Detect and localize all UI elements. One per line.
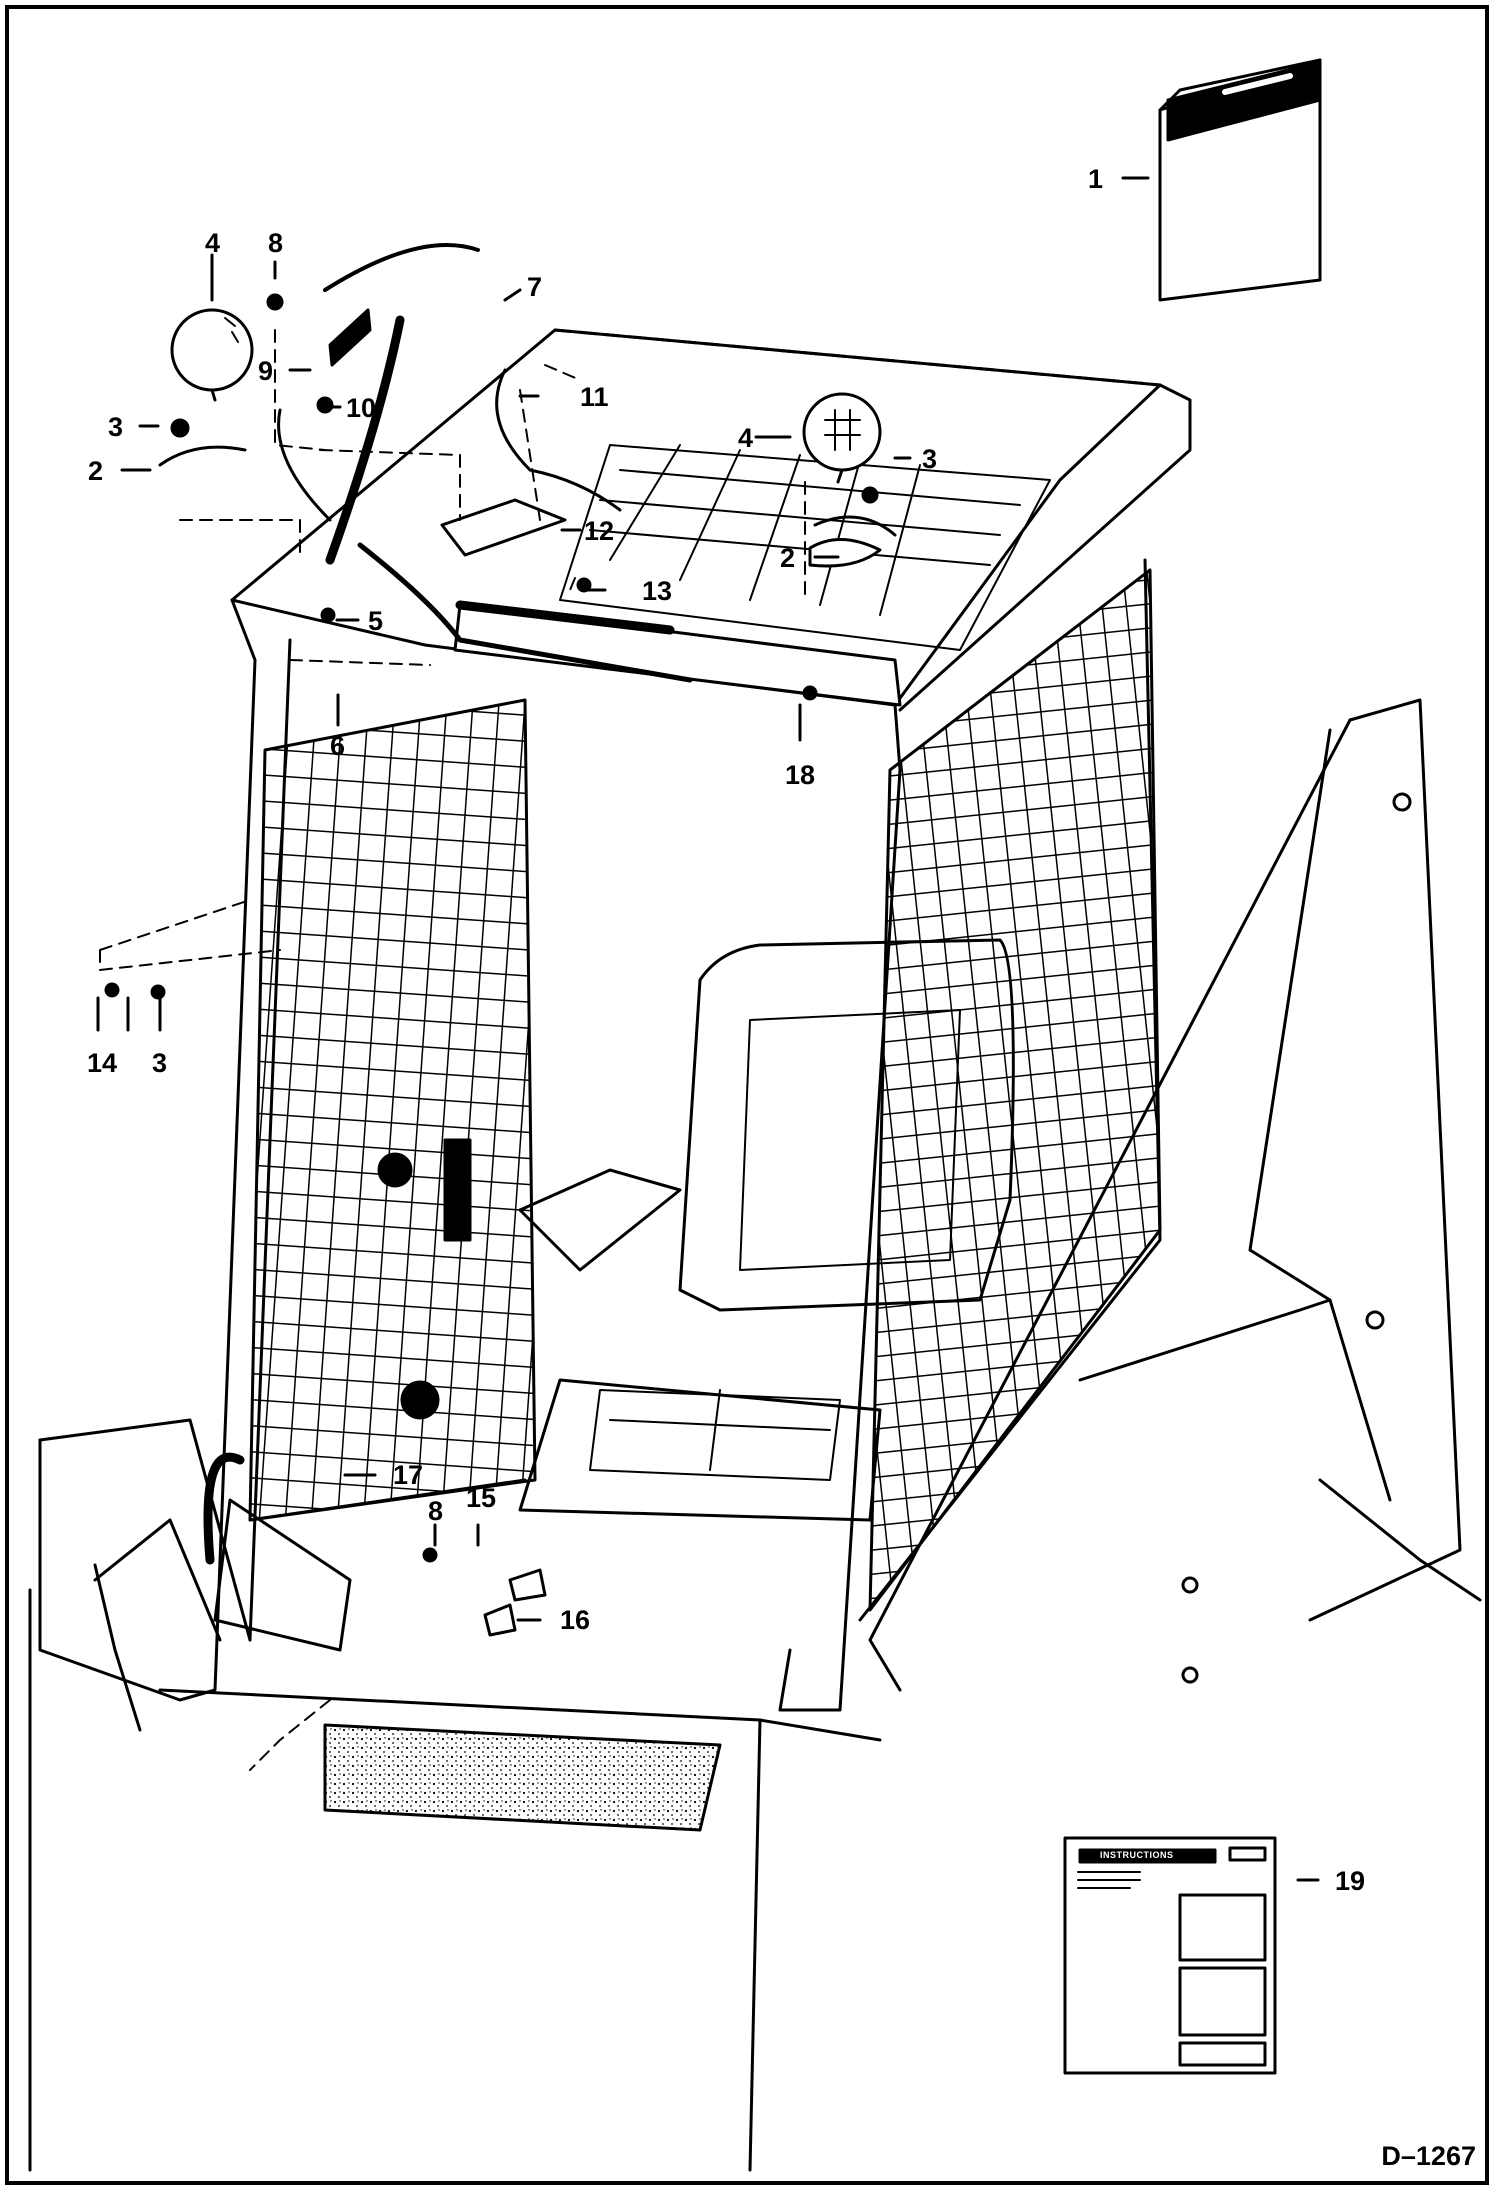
callout-14: 14 xyxy=(87,1048,118,1078)
callout-18: 18 xyxy=(785,760,816,790)
callout-19: 19 xyxy=(1335,1866,1366,1896)
instruction-decal xyxy=(1063,1836,1277,2075)
callout-3: 3 xyxy=(922,444,938,474)
callout-10: 10 xyxy=(346,393,377,423)
callout-3: 3 xyxy=(152,1048,168,1078)
lift-arm xyxy=(868,698,1482,1692)
work-light-left xyxy=(158,308,254,467)
callout-4: 4 xyxy=(738,423,754,453)
operator-seat xyxy=(518,938,1015,1522)
callout-8: 8 xyxy=(268,228,284,258)
callout-5: 5 xyxy=(368,606,384,636)
cab-roof xyxy=(230,328,1192,712)
decal-title: INSTRUCTIONS xyxy=(1100,1850,1174,1860)
callout-9: 9 xyxy=(258,356,274,386)
callout-3: 3 xyxy=(108,412,124,442)
callout-8: 8 xyxy=(428,1496,444,1526)
cab-right-side xyxy=(778,558,1162,1712)
callout-2: 2 xyxy=(88,456,104,486)
wiring-harness xyxy=(277,243,693,683)
callout-7: 7 xyxy=(527,272,543,302)
manual-box xyxy=(1158,58,1322,302)
callout-12: 12 xyxy=(584,516,615,546)
callout-17: 17 xyxy=(393,1460,424,1490)
drawing-number: D–1267 xyxy=(1381,2141,1476,2171)
cab-left-post xyxy=(38,598,292,1702)
callout-1: 1 xyxy=(1088,164,1104,194)
callout-16: 16 xyxy=(560,1605,591,1635)
small-hardware xyxy=(104,293,879,1563)
bracket-12 xyxy=(440,498,567,557)
callout-6: 6 xyxy=(330,731,346,761)
callout-leaders xyxy=(96,176,1320,1882)
left-door-screen xyxy=(248,698,537,1522)
callout-4: 4 xyxy=(205,228,221,258)
lower-frame xyxy=(28,1452,882,2172)
callout-15: 15 xyxy=(466,1483,497,1513)
callout-11: 11 xyxy=(580,382,609,412)
callout-2: 2 xyxy=(780,543,796,573)
callout-13: 13 xyxy=(642,576,673,606)
assembly-leaders xyxy=(99,329,806,1771)
work-light-right xyxy=(802,392,897,537)
